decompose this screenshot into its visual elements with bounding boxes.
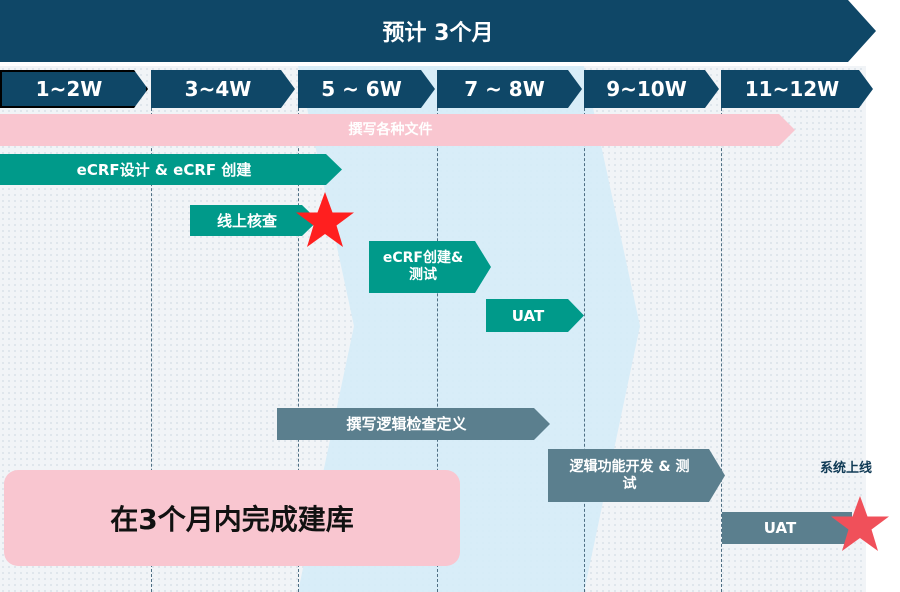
task-bar-uat-1: UAT [486,299,584,332]
milestone-label: 系统上线 [820,461,873,476]
task-bar-online-check: 线上核查 [190,205,318,236]
task-bar-logic-dev-test: 逻辑功能开发 & 测 试 [548,449,725,502]
gridline [298,108,299,592]
week-label: 9~10W [584,70,719,108]
gridline [721,108,722,592]
summary-callout: 在3个月内完成建库 [4,470,460,566]
task-bar-ecrf-build-test: eCRF创建& 测试 [369,241,491,293]
week-label: 1~2W [0,70,148,108]
duration-header: 预计 3个月 [0,0,876,62]
task-bar-uat-2: UAT [722,512,852,544]
week-label: 7 ~ 8W [437,70,582,108]
star-icon [296,192,354,247]
task-bar-logic-definition: 撰写逻辑检查定义 [277,408,550,440]
week-label: 5 ~ 6W [298,70,435,108]
star-icon [831,496,889,551]
week-label: 3~4W [151,70,295,108]
header-title: 预计 3个月 [382,21,494,46]
gridline [584,108,585,592]
gridline [437,108,438,592]
gridline [151,108,152,592]
week-label: 11~12W [721,70,873,108]
task-bar-docs: 撰写各种文件 [0,114,795,146]
task-bar-ecrf-design: eCRF设计 & eCRF 创建 [0,154,342,185]
